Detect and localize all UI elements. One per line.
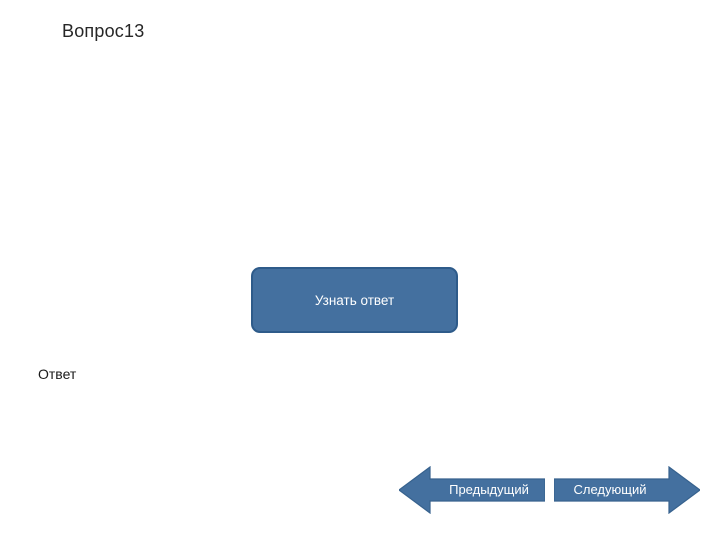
next-arrow-button[interactable]: Следующий xyxy=(554,466,700,514)
right-arrow-icon xyxy=(554,466,700,514)
previous-arrow-label: Предыдущий xyxy=(449,482,529,497)
page-title: Вопрос13 xyxy=(62,21,145,41)
reveal-answer-button-label: Узнать ответ xyxy=(314,293,395,308)
reveal-answer-button[interactable]: Узнать ответ xyxy=(251,267,463,338)
answer-label: Ответ xyxy=(38,366,77,382)
left-arrow-icon xyxy=(399,466,545,514)
previous-arrow-button[interactable]: Предыдущий xyxy=(399,466,545,514)
next-arrow-label: Следующий xyxy=(573,482,647,497)
